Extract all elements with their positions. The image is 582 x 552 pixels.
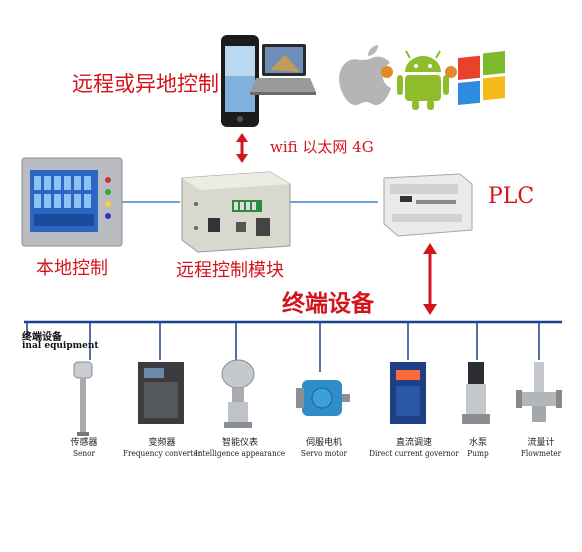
apple-icon (339, 45, 391, 106)
ios-badge-icon (381, 66, 393, 78)
servo-motor-icon (296, 380, 350, 416)
device-label-servo-motor: 伺服电机 Servo motor (300, 438, 348, 458)
windows-icon (458, 51, 505, 105)
local-control-label: 本地控制 (36, 258, 108, 279)
dc-governor-icon (390, 362, 426, 424)
remote-control-label: 远程或异地控制 (72, 72, 219, 96)
plc-label: PLC (488, 184, 535, 209)
remote-control-module-icon (181, 171, 291, 253)
network-label: wifi 以太网 4G (270, 138, 374, 156)
device-label-frequency-converter: 变频器 Frequency converter (122, 438, 202, 458)
pump-icon (462, 362, 490, 424)
plc-bus-arrow (423, 243, 437, 315)
hmi-touchscreen-icon (21, 157, 123, 247)
terminal-device-label: 终端设备 (282, 290, 374, 317)
device-label-pump: 水泵 Pump (467, 438, 489, 458)
device-label-sensor: 传感器 Senor (70, 438, 98, 458)
plc-unit-icon (383, 173, 473, 237)
bus-title-en: inal equipment (22, 341, 99, 351)
frequency-converter-icon (138, 362, 184, 424)
smartphone-icon (221, 35, 259, 127)
intelligence-appearance-icon (221, 359, 255, 428)
android-icon (397, 50, 449, 110)
bus-drop-lines (26, 322, 540, 372)
flowmeter-icon (516, 362, 562, 422)
remote-module-label: 远程控制模块 (176, 260, 284, 281)
network-link-arrow (236, 133, 248, 163)
device-label-flowmeter: 流量计 Flowmeter (520, 438, 562, 458)
android-badge-icon (445, 66, 457, 78)
device-label-intelligence-appearance: 智能仪表 Intelligence appearance (194, 438, 286, 458)
sensor-icon (73, 361, 93, 436)
bus-title-cn: 终端设备 (22, 332, 62, 343)
laptop-icon (250, 44, 316, 95)
device-label-dc-governor: 直流调速 Direct current governor (369, 438, 459, 458)
